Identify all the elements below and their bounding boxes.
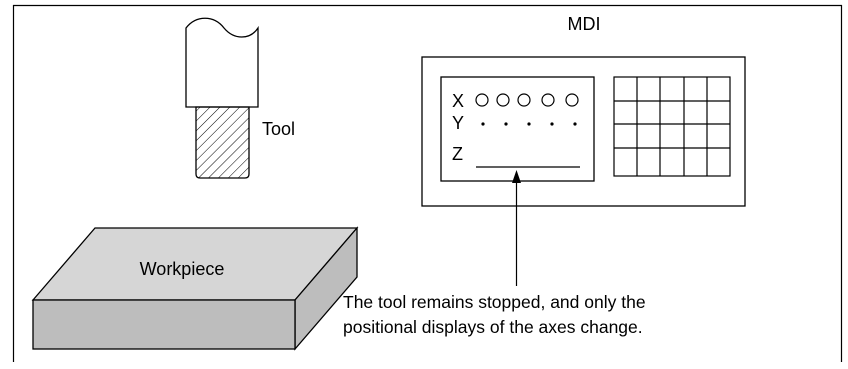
- axis-x-label: X: [452, 91, 464, 111]
- note-line-1: The tool remains stopped, and only the: [343, 292, 646, 312]
- axis-y-label: Y: [452, 113, 464, 133]
- axis-z-label: Z: [452, 144, 463, 164]
- axis-x-digits: [475, 93, 579, 107]
- mdi-screen: [440, 76, 595, 182]
- tool-cutter: [195, 106, 250, 179]
- tool-label: Tool: [262, 119, 295, 139]
- note-line-2: positional displays of the axes change.: [343, 317, 643, 337]
- axis-y-digits: [481, 122, 577, 126]
- tool: Tool: [185, 17, 295, 179]
- workpiece-label: Workpiece: [140, 259, 225, 279]
- mdi-title: MDI: [568, 14, 601, 34]
- arrow-pointer: [512, 170, 521, 286]
- tool-shank: [185, 17, 259, 108]
- workpiece: Workpiece: [31, 226, 359, 351]
- mdi-panel: MDI X Y Z: [421, 14, 746, 207]
- mdi-keypad: [613, 76, 731, 177]
- workpiece-front: [32, 299, 296, 350]
